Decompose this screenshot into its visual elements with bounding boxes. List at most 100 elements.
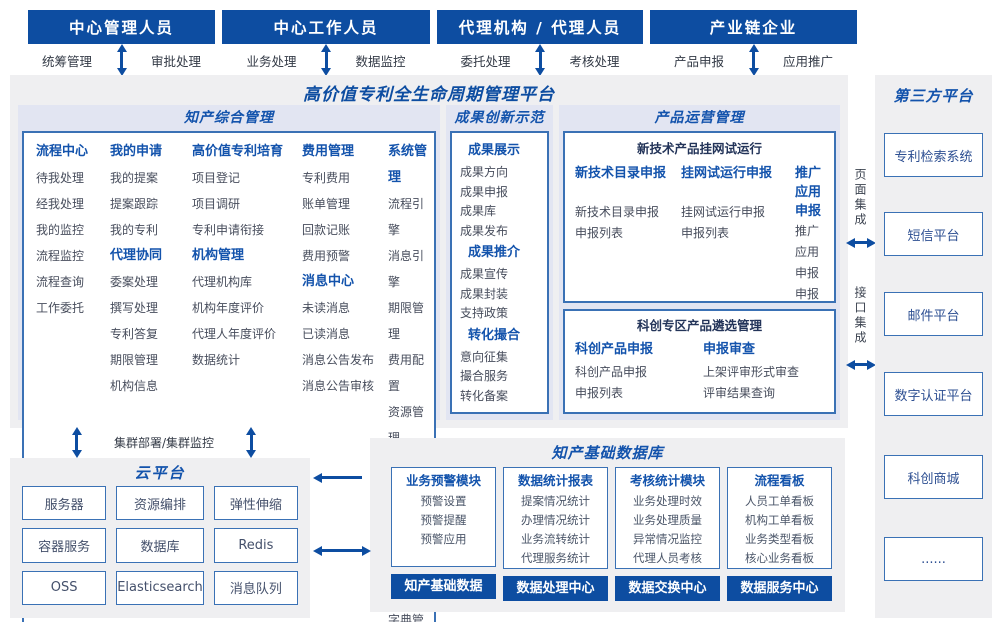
menu-item: 专利答复 <box>110 327 159 341</box>
menu-item: 意向征集 <box>460 349 509 364</box>
module-item: 异常情况监控 <box>633 532 702 546</box>
data-center-bar: 数据交换中心 <box>615 576 720 601</box>
menu-item: 委案处理 <box>110 275 159 289</box>
database-modules: 业务预警模块 预警设置 预警提醒 预警应用 知产基础数据 数据统计报表 提案情况… <box>391 467 832 601</box>
database-column: 考核统计模块 业务处理时效 业务处理质量 异常情况监控 代理人员考核 数据交换中… <box>615 467 720 601</box>
menu-item: 挂网试运行申报 <box>681 205 766 219</box>
menu-group-title: 新技术目录申报 <box>575 166 667 181</box>
menu-item: 专利费用 <box>302 171 351 185</box>
cloud-service: 数据库 <box>116 528 204 563</box>
menu-item: 流程查询 <box>36 275 85 289</box>
module-item: 核心业务看板 <box>745 551 814 565</box>
menu-group-title: 成果推介 <box>468 245 521 260</box>
actor-functions: 统筹管理 审批处理 <box>28 44 215 70</box>
database-column: 流程看板 人员工单看板 机构工单看板 业务类型看板 核心业务看板 数据服务中心 <box>727 467 832 601</box>
subsection-title: 科创专区产品遴选管理 <box>636 318 762 333</box>
menu-column: 我的申请 我的提案 提案跟踪 我的专利 代理协同 委案处理 撰写处理 专利答复 … <box>110 139 192 622</box>
database-column: 业务预警模块 预警设置 预警提醒 预警应用 知产基础数据 <box>391 467 496 599</box>
menu-group: 科创产品申报 科创产品申报 申报列表 <box>575 338 693 404</box>
menu-item: 机构信息 <box>110 379 159 393</box>
cloud-service: 服务器 <box>22 486 107 521</box>
module-item: 机构工单看板 <box>745 513 814 527</box>
actor-header: 代理机构 / 代理人员 <box>437 10 643 44</box>
actor-functions: 业务处理 数据监控 <box>222 44 430 70</box>
third-party-item: 短信平台 <box>884 212 983 256</box>
actor-function-label: 业务处理 <box>246 54 297 69</box>
actor-function-label: 应用推广 <box>783 54 834 69</box>
actor-functions: 委托处理 考核处理 <box>437 44 643 70</box>
left-right-arrow-icon <box>855 241 867 244</box>
menu-item: 数据统计 <box>192 353 241 367</box>
menu-item: 提案跟踪 <box>110 197 159 211</box>
menu-group-title: 高价值专利培育 <box>192 144 284 159</box>
menu-item: 工作委托 <box>36 301 85 315</box>
menu-item: 申报列表 <box>681 226 730 240</box>
cloud-service: 弹性伸缩 <box>213 486 298 521</box>
menu-item: 回款记账 <box>302 223 351 237</box>
menu-item: 项目调研 <box>192 197 241 211</box>
left-right-arrow-icon <box>322 549 362 552</box>
page-integration-label: 页面集成 <box>853 168 867 228</box>
menu-item: 已读消息 <box>302 327 351 341</box>
api-integration-label: 接口集成 <box>853 286 867 346</box>
menu-item: 流程监控 <box>36 249 85 263</box>
menu-item: 成果库 <box>460 204 497 218</box>
menu-group: 挂网试运行申报 挂网试运行申报 申报列表 <box>681 161 787 301</box>
menu-item: 转化备案 <box>460 388 509 403</box>
new-tech-grid: 新技术目录申报 新技术目录申报 申报列表 挂网试运行申报 挂网试运行申报 申报列… <box>575 161 824 301</box>
section-title: 知产综合管理 <box>184 110 274 126</box>
up-down-arrow-icon <box>538 52 542 68</box>
actor-function-label: 数据监控 <box>355 54 406 69</box>
menu-item: 经我处理 <box>36 197 85 211</box>
actor-function-label: 统筹管理 <box>41 54 92 69</box>
menu-item: 我的监控 <box>36 223 85 237</box>
actor-functions: 产品申报 应用推广 <box>650 44 857 70</box>
menu-item: 专利申请衔接 <box>192 223 265 237</box>
actor-header: 中心管理人员 <box>28 10 215 44</box>
module-box: 业务预警模块 预警设置 预警提醒 预警应用 <box>391 467 496 567</box>
module-title: 数据统计报表 <box>517 473 593 488</box>
achievement-box: 成果展示 成果方向 成果申报 成果库 成果发布 成果推介 成果宣传 成果封装 支… <box>450 131 549 414</box>
sci-tech-grid: 科创产品申报 科创产品申报 申报列表 申报审查 上架评审形式审查 评审结果查询 <box>575 338 824 404</box>
module-title: 流程看板 <box>754 473 805 488</box>
menu-column: 流程中心 待我处理 经我处理 我的监控 流程监控 流程查询 工作委托 <box>36 139 110 622</box>
module-item: 预警提醒 <box>420 513 467 527</box>
subsection-title: 新技术产品挂网试运行 <box>636 141 762 156</box>
menu-group: 新技术目录申报 新技术目录申报 申报列表 <box>575 161 673 301</box>
menu-group-title: 系统管理 <box>388 144 428 185</box>
data-center-bar: 数据服务中心 <box>727 576 832 601</box>
module-item: 业务流转统计 <box>521 532 590 546</box>
actor-function-label: 委托处理 <box>460 54 511 69</box>
actor-function-label: 考核处理 <box>569 54 620 69</box>
up-down-arrow-icon <box>324 52 328 68</box>
actor-center-managers: 中心管理人员 统筹管理 审批处理 <box>28 10 215 70</box>
menu-item: 撰写处理 <box>110 301 159 315</box>
section-title: 产品运营管理 <box>654 110 745 126</box>
module-item: 业务类型看板 <box>745 532 814 546</box>
actor-function-label: 审批处理 <box>151 54 202 69</box>
menu-item: 字典管理 <box>388 613 425 622</box>
left-arrow-icon <box>322 476 362 479</box>
third-party-panel: 第三方平台 专利检索系统 短信平台 邮件平台 数字认证平台 科创商城 .....… <box>875 75 992 618</box>
menu-group-title: 科创产品申报 <box>575 342 654 357</box>
module-item: 业务处理质量 <box>633 513 702 527</box>
menu-item: 申报列表 <box>575 386 624 400</box>
cloud-platform-title: 云平台 <box>134 464 186 482</box>
menu-item: 科创产品申报 <box>575 365 648 379</box>
third-party-item: 专利检索系统 <box>884 133 983 177</box>
actor-agents: 代理机构 / 代理人员 委托处理 考核处理 <box>437 10 643 70</box>
cluster-link: 集群部署/集群监控 <box>75 428 253 456</box>
third-party-item: ...... <box>884 537 983 581</box>
menu-item: 成果封装 <box>460 286 509 301</box>
module-title: 业务预警模块 <box>405 473 481 488</box>
module-item: 业务处理时效 <box>633 494 702 508</box>
section-ip-management: 知产综合管理 流程中心 待我处理 经我处理 我的监控 流程监控 流程查询 工作委… <box>18 105 440 622</box>
up-down-arrow-icon <box>75 434 78 450</box>
platform-title: 高价值专利全生命周期管理平台 <box>303 85 555 105</box>
cloud-grid: 服务器 资源编排 弹性伸缩 容器服务 数据库 Redis OSS Elastic… <box>22 486 298 605</box>
data-center-bar: 知产基础数据 <box>391 574 496 599</box>
up-down-arrow-icon <box>752 52 755 68</box>
module-item: 人员工单看板 <box>745 494 814 508</box>
platform-container: 高价值专利全生命周期管理平台 知产综合管理 流程中心 待我处理 经我处理 我的监… <box>10 75 848 622</box>
